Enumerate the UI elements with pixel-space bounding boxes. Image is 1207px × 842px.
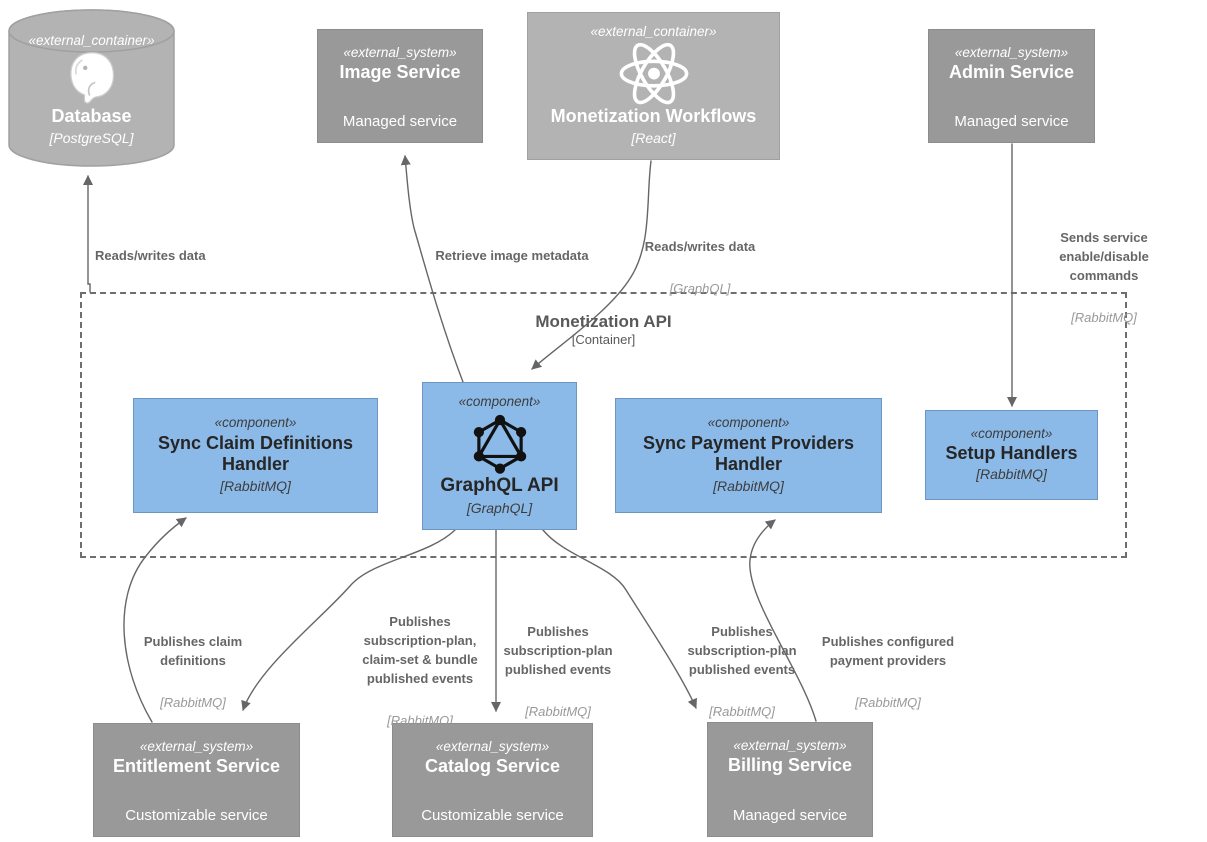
sync-payment-name: Sync Payment Providers Handler bbox=[642, 432, 855, 475]
postgresql-icon bbox=[69, 52, 114, 104]
node-sync-payment-providers-handler: «component» Sync Payment Providers Handl… bbox=[615, 398, 882, 513]
node-graphql-api: «component» GraphQL API [GraphQL] bbox=[422, 382, 577, 530]
boundary-title: Monetization API bbox=[535, 312, 672, 331]
edge-label-publishes-bundle-events: Publishes subscription-plan, claim-set &… bbox=[362, 614, 478, 728]
entitlement-desc: Customizable service bbox=[125, 807, 268, 824]
monetization-workflows-tech: [React] bbox=[631, 130, 676, 146]
sync-payment-stereotype: «component» bbox=[707, 415, 790, 431]
image-service-name: Image Service bbox=[339, 62, 461, 83]
database-stereotype: «external_container» bbox=[28, 33, 155, 48]
billing-stereotype: «external_system» bbox=[733, 738, 847, 753]
sync-payment-tech: [RabbitMQ] bbox=[713, 477, 784, 494]
node-entitlement-service: «external_system» Entitlement Service Cu… bbox=[93, 723, 300, 837]
arrow-reads-writes-db bbox=[83, 175, 93, 293]
setup-handlers-stereotype: «component» bbox=[970, 425, 1053, 441]
database-name: Database bbox=[51, 106, 132, 127]
node-billing-service: «external_system» Billing Service Manage… bbox=[707, 722, 873, 837]
edge-label-publishes-payment-providers: Publishes configured payment providers [… bbox=[821, 634, 955, 711]
graphql-api-name: GraphQL API bbox=[440, 475, 559, 497]
admin-service-stereotype: «external_system» bbox=[954, 45, 1069, 60]
edge-label-reads-writes-db: Reads/writes data bbox=[95, 248, 206, 264]
database-tech: [PostgreSQL] bbox=[49, 129, 134, 146]
image-service-desc: Managed service bbox=[342, 113, 458, 130]
edge-label-reads-writes-graphql: Reads/writes data [GraphQL] bbox=[644, 239, 756, 297]
sync-claim-name: Sync Claim Definitions Handler bbox=[157, 432, 354, 475]
react-icon bbox=[619, 43, 688, 105]
boundary-type: [Container] bbox=[571, 332, 636, 348]
sync-claim-tech: [RabbitMQ] bbox=[220, 477, 291, 494]
setup-handlers-tech: [RabbitMQ] bbox=[976, 466, 1047, 483]
catalog-stereotype: «external_system» bbox=[435, 739, 550, 754]
graphql-api-stereotype: «component» bbox=[458, 394, 541, 409]
admin-service-name: Admin Service bbox=[948, 62, 1075, 83]
node-database: «external_container» Database [PostgreSQ… bbox=[8, 8, 175, 168]
catalog-desc: Customizable service bbox=[421, 807, 564, 824]
node-catalog-service: «external_system» Catalog Service Custom… bbox=[392, 723, 593, 837]
node-setup-handlers: «component» Setup Handlers [RabbitMQ] bbox=[925, 410, 1098, 500]
edge-label-sends-service-commands: Sends service enable/disable commands [R… bbox=[1059, 230, 1149, 325]
node-monetization-workflows: «external_container» Monetization Workfl… bbox=[527, 12, 780, 160]
entitlement-stereotype: «external_system» bbox=[139, 739, 254, 754]
graphql-api-tech: [GraphQL] bbox=[466, 500, 533, 516]
monetization-workflows-name: Monetization Workflows bbox=[550, 106, 757, 127]
edge-label-publishes-billing-events: Publishes subscription-plan published ev… bbox=[687, 624, 797, 719]
node-image-service: «external_system» Image Service Managed … bbox=[317, 29, 483, 143]
edge-label-retrieve-image-metadata: Retrieve image metadata bbox=[435, 248, 589, 264]
billing-desc: Managed service bbox=[732, 807, 848, 824]
catalog-name: Catalog Service bbox=[424, 756, 561, 777]
admin-service-desc: Managed service bbox=[954, 113, 1069, 130]
edge-label-publishes-catalog-events: Publishes subscription-plan published ev… bbox=[503, 624, 613, 719]
edge-label-publishes-claim-definitions: Publishes claim definitions [RabbitMQ] bbox=[143, 634, 243, 711]
node-admin-service: «external_system» Admin Service Managed … bbox=[928, 29, 1095, 143]
graphql-icon bbox=[473, 415, 526, 474]
billing-name: Billing Service bbox=[727, 755, 853, 776]
monetization-workflows-stereotype: «external_container» bbox=[590, 24, 717, 39]
sync-claim-stereotype: «component» bbox=[214, 415, 297, 431]
entitlement-name: Entitlement Service bbox=[112, 756, 281, 777]
setup-handlers-name: Setup Handlers bbox=[945, 442, 1078, 463]
node-sync-claim-definitions-handler: «component» Sync Claim Definitions Handl… bbox=[133, 398, 378, 513]
image-service-stereotype: «external_system» bbox=[343, 45, 457, 60]
